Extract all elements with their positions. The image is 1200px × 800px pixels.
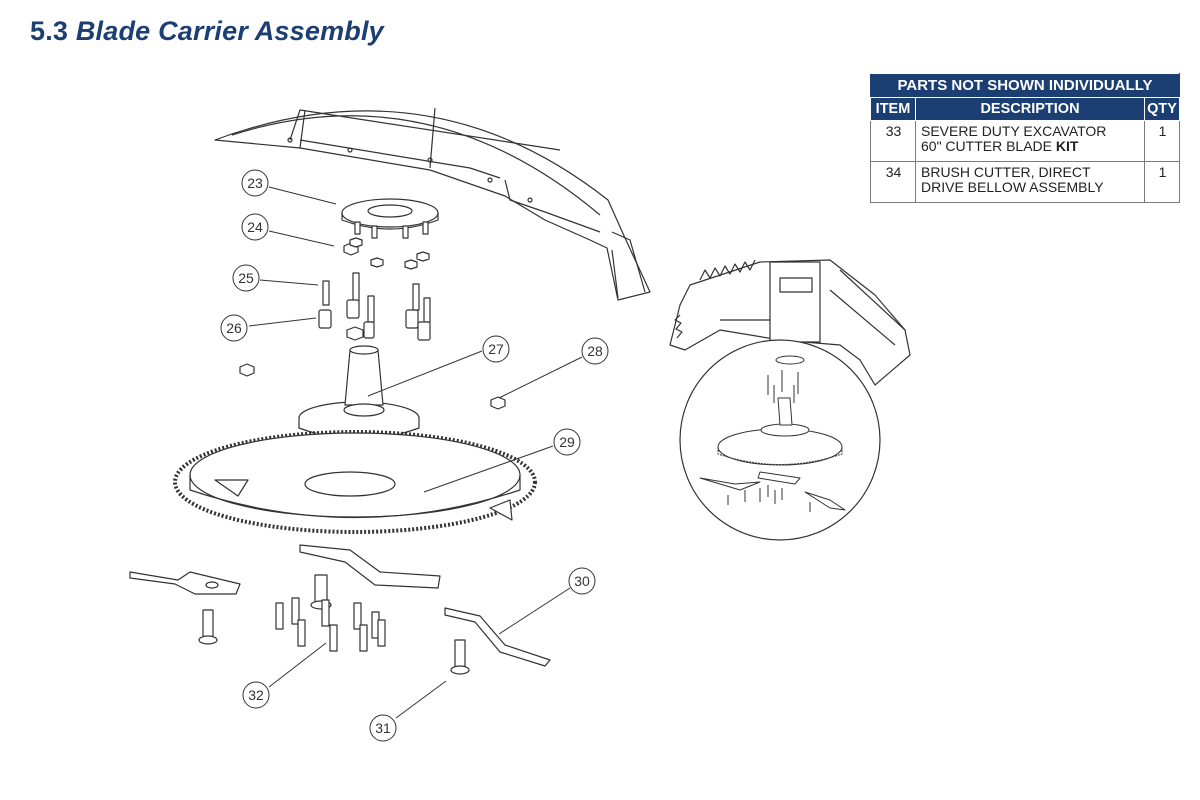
- callout-26: 26: [220, 314, 248, 342]
- row-qty: 1: [1144, 161, 1180, 203]
- item-25-bolts-drawing: [322, 272, 431, 323]
- row-item: 34: [870, 161, 916, 203]
- item-27-spindle-drawing: [298, 345, 420, 440]
- item-23-flange-drawing: [341, 198, 439, 239]
- item-26-spacers-drawing: [239, 299, 431, 377]
- callout-23: 23: [241, 169, 269, 197]
- callout-25: 25: [232, 264, 260, 292]
- item-24-nuts-drawing: [343, 237, 430, 270]
- detail-circle-contents-drawing: [699, 355, 846, 512]
- callout-29: 29: [553, 428, 581, 456]
- section-number: 5.3: [30, 16, 69, 46]
- svg-text:26: 26: [226, 320, 242, 336]
- callout-31: 31: [369, 714, 397, 742]
- svg-text:25: 25: [238, 270, 254, 286]
- svg-text:29: 29: [559, 434, 575, 450]
- item-28-nut-drawing: [490, 396, 506, 410]
- parts-table-title: PARTS NOT SHOWN INDIVIDUALLY: [870, 73, 1180, 98]
- row-description-line2: DRIVE BELLOW ASSEMBLY: [921, 179, 1104, 195]
- row-description-bold: KIT: [1055, 138, 1079, 154]
- svg-text:28: 28: [587, 343, 603, 359]
- row-description-line2: 60" CUTTER BLADE: [921, 138, 1056, 154]
- cutter-housing-drawing: [214, 107, 651, 301]
- item-31-32-bolts-drawing: [198, 574, 470, 675]
- svg-text:24: 24: [247, 219, 263, 235]
- header-qty: QTY: [1144, 97, 1180, 121]
- callout-30: 30: [568, 567, 596, 595]
- callout-24: 24: [241, 213, 269, 241]
- svg-text:30: 30: [574, 573, 590, 589]
- row-description-line1: BRUSH CUTTER, DIRECT: [921, 164, 1091, 180]
- callout-27: 27: [482, 335, 510, 363]
- svg-text:31: 31: [375, 720, 391, 736]
- callout-28: 28: [581, 337, 609, 365]
- svg-text:32: 32: [248, 687, 264, 703]
- svg-text:27: 27: [488, 341, 504, 357]
- parts-not-shown-table: PARTS NOT SHOWN INDIVIDUALLY ITEM DESCRI…: [870, 73, 1180, 203]
- item-29-carrier-drawing: [173, 430, 537, 534]
- header-description: DESCRIPTION: [915, 97, 1145, 121]
- callout-32: 32: [242, 681, 270, 709]
- row-description-line1: SEVERE DUTY EXCAVATOR: [921, 123, 1107, 139]
- row-qty: 1: [1144, 120, 1180, 162]
- page-title: 5.3 Blade Carrier Assembly: [30, 16, 384, 47]
- svg-text:23: 23: [247, 175, 263, 191]
- blades-drawing: [129, 544, 551, 667]
- leader-lines: [248, 186, 583, 719]
- section-title: Blade Carrier Assembly: [75, 16, 384, 46]
